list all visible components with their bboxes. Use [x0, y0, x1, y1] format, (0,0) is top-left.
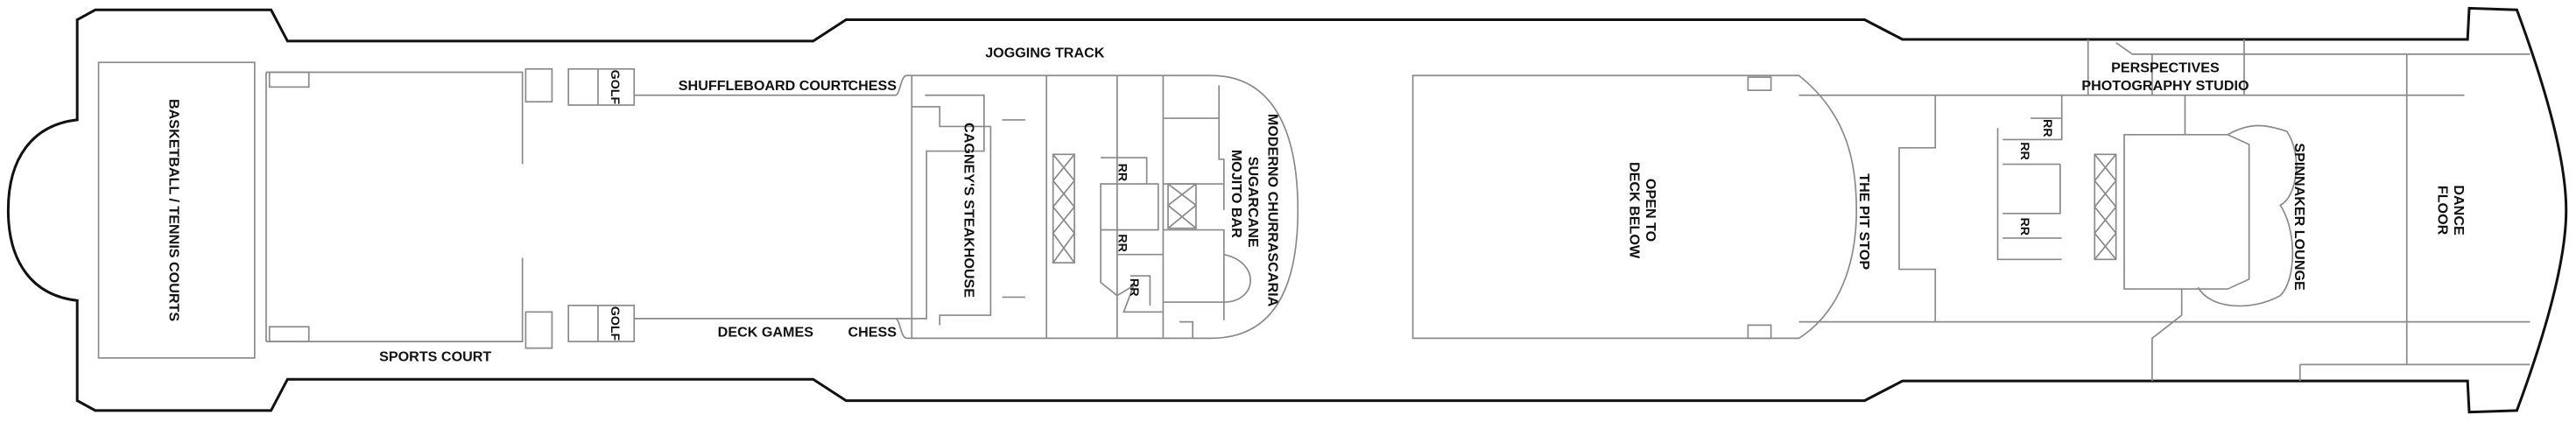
deck-games-label: DECK GAMES: [718, 324, 814, 340]
elevator-icon: [1052, 153, 1075, 264]
golf-box-bottom: [567, 304, 636, 342]
golf-label-top: GOLF: [608, 70, 622, 105]
perspectives-label: PERSPECTIVES: [2111, 60, 2220, 76]
moderno-label: MODERNO CHURRASCARIA: [1264, 114, 1280, 307]
cagneys-label: CAGNEY'S STEAKHOUSE: [961, 123, 976, 298]
golf-box-top: [567, 67, 636, 106]
wall: [1798, 94, 2465, 323]
restroom-label: RR: [2040, 119, 2054, 137]
sports-court-label: SPORTS COURT: [379, 349, 491, 365]
restroom-label: RR: [2017, 142, 2031, 160]
stairs-icon: [268, 71, 310, 88]
stairs-icon: [1747, 76, 1772, 91]
golf-label-bottom: GOLF: [608, 306, 622, 341]
open-deck-label-2: DECK BELOW: [1626, 162, 1642, 259]
stage: [2123, 95, 2530, 382]
mojito-bar-label: MOJITO BAR: [1228, 150, 1244, 238]
lounge-seating: [2197, 124, 2298, 307]
restroom-label: RR: [1127, 278, 1141, 297]
floor-label: FLOOR: [2434, 186, 2450, 236]
stairs-icon: [1100, 183, 1159, 231]
restroom-label: RR: [1116, 164, 1130, 182]
open-deck-label-1: OPEN TO: [1643, 179, 1658, 242]
chess-label-top: CHESS: [848, 78, 897, 94]
restroom-label: RR: [2017, 218, 2031, 236]
ship-hull: [6, 6, 2568, 414]
jogging-track-label: JOGGING TRACK: [985, 46, 1105, 61]
shuffleboard-label: SHUFFLEBOARD COURT: [679, 78, 849, 94]
sugarcane-label: SUGARCANE: [1245, 157, 1261, 248]
railing: [634, 94, 896, 320]
restroom-wall: [1100, 157, 1164, 313]
basketball-label: BASKETBALL / TENNIS COURTS: [165, 99, 181, 321]
elevator-cross: [2094, 153, 2117, 260]
stairs-icon: [268, 326, 310, 342]
open-deck-area: [1411, 74, 1858, 340]
photography-studio-label: PHOTOGRAPHY STUDIO: [2081, 78, 2249, 94]
restaurant-block: [895, 74, 1299, 340]
restroom-label: RR: [1116, 234, 1130, 252]
pit-stop-label: THE PIT STOP: [1856, 173, 1872, 270]
basketball-court: [97, 61, 256, 359]
restroom-wall: [1996, 95, 2063, 261]
dance-label: DANCE: [2451, 185, 2467, 236]
spinnaker-label: SPINNAKER LOUNGE: [2291, 143, 2307, 291]
stairs-icon: [524, 67, 553, 349]
stairs-icon: [1747, 324, 1772, 340]
elevator-cross: [1167, 183, 1197, 229]
photo-studio: [2087, 39, 2530, 95]
sports-court-area: [265, 71, 524, 342]
dance-floor: [2151, 53, 2530, 382]
elevator-cross: [1052, 153, 1075, 264]
chess-label-bottom: CHESS: [848, 324, 897, 340]
